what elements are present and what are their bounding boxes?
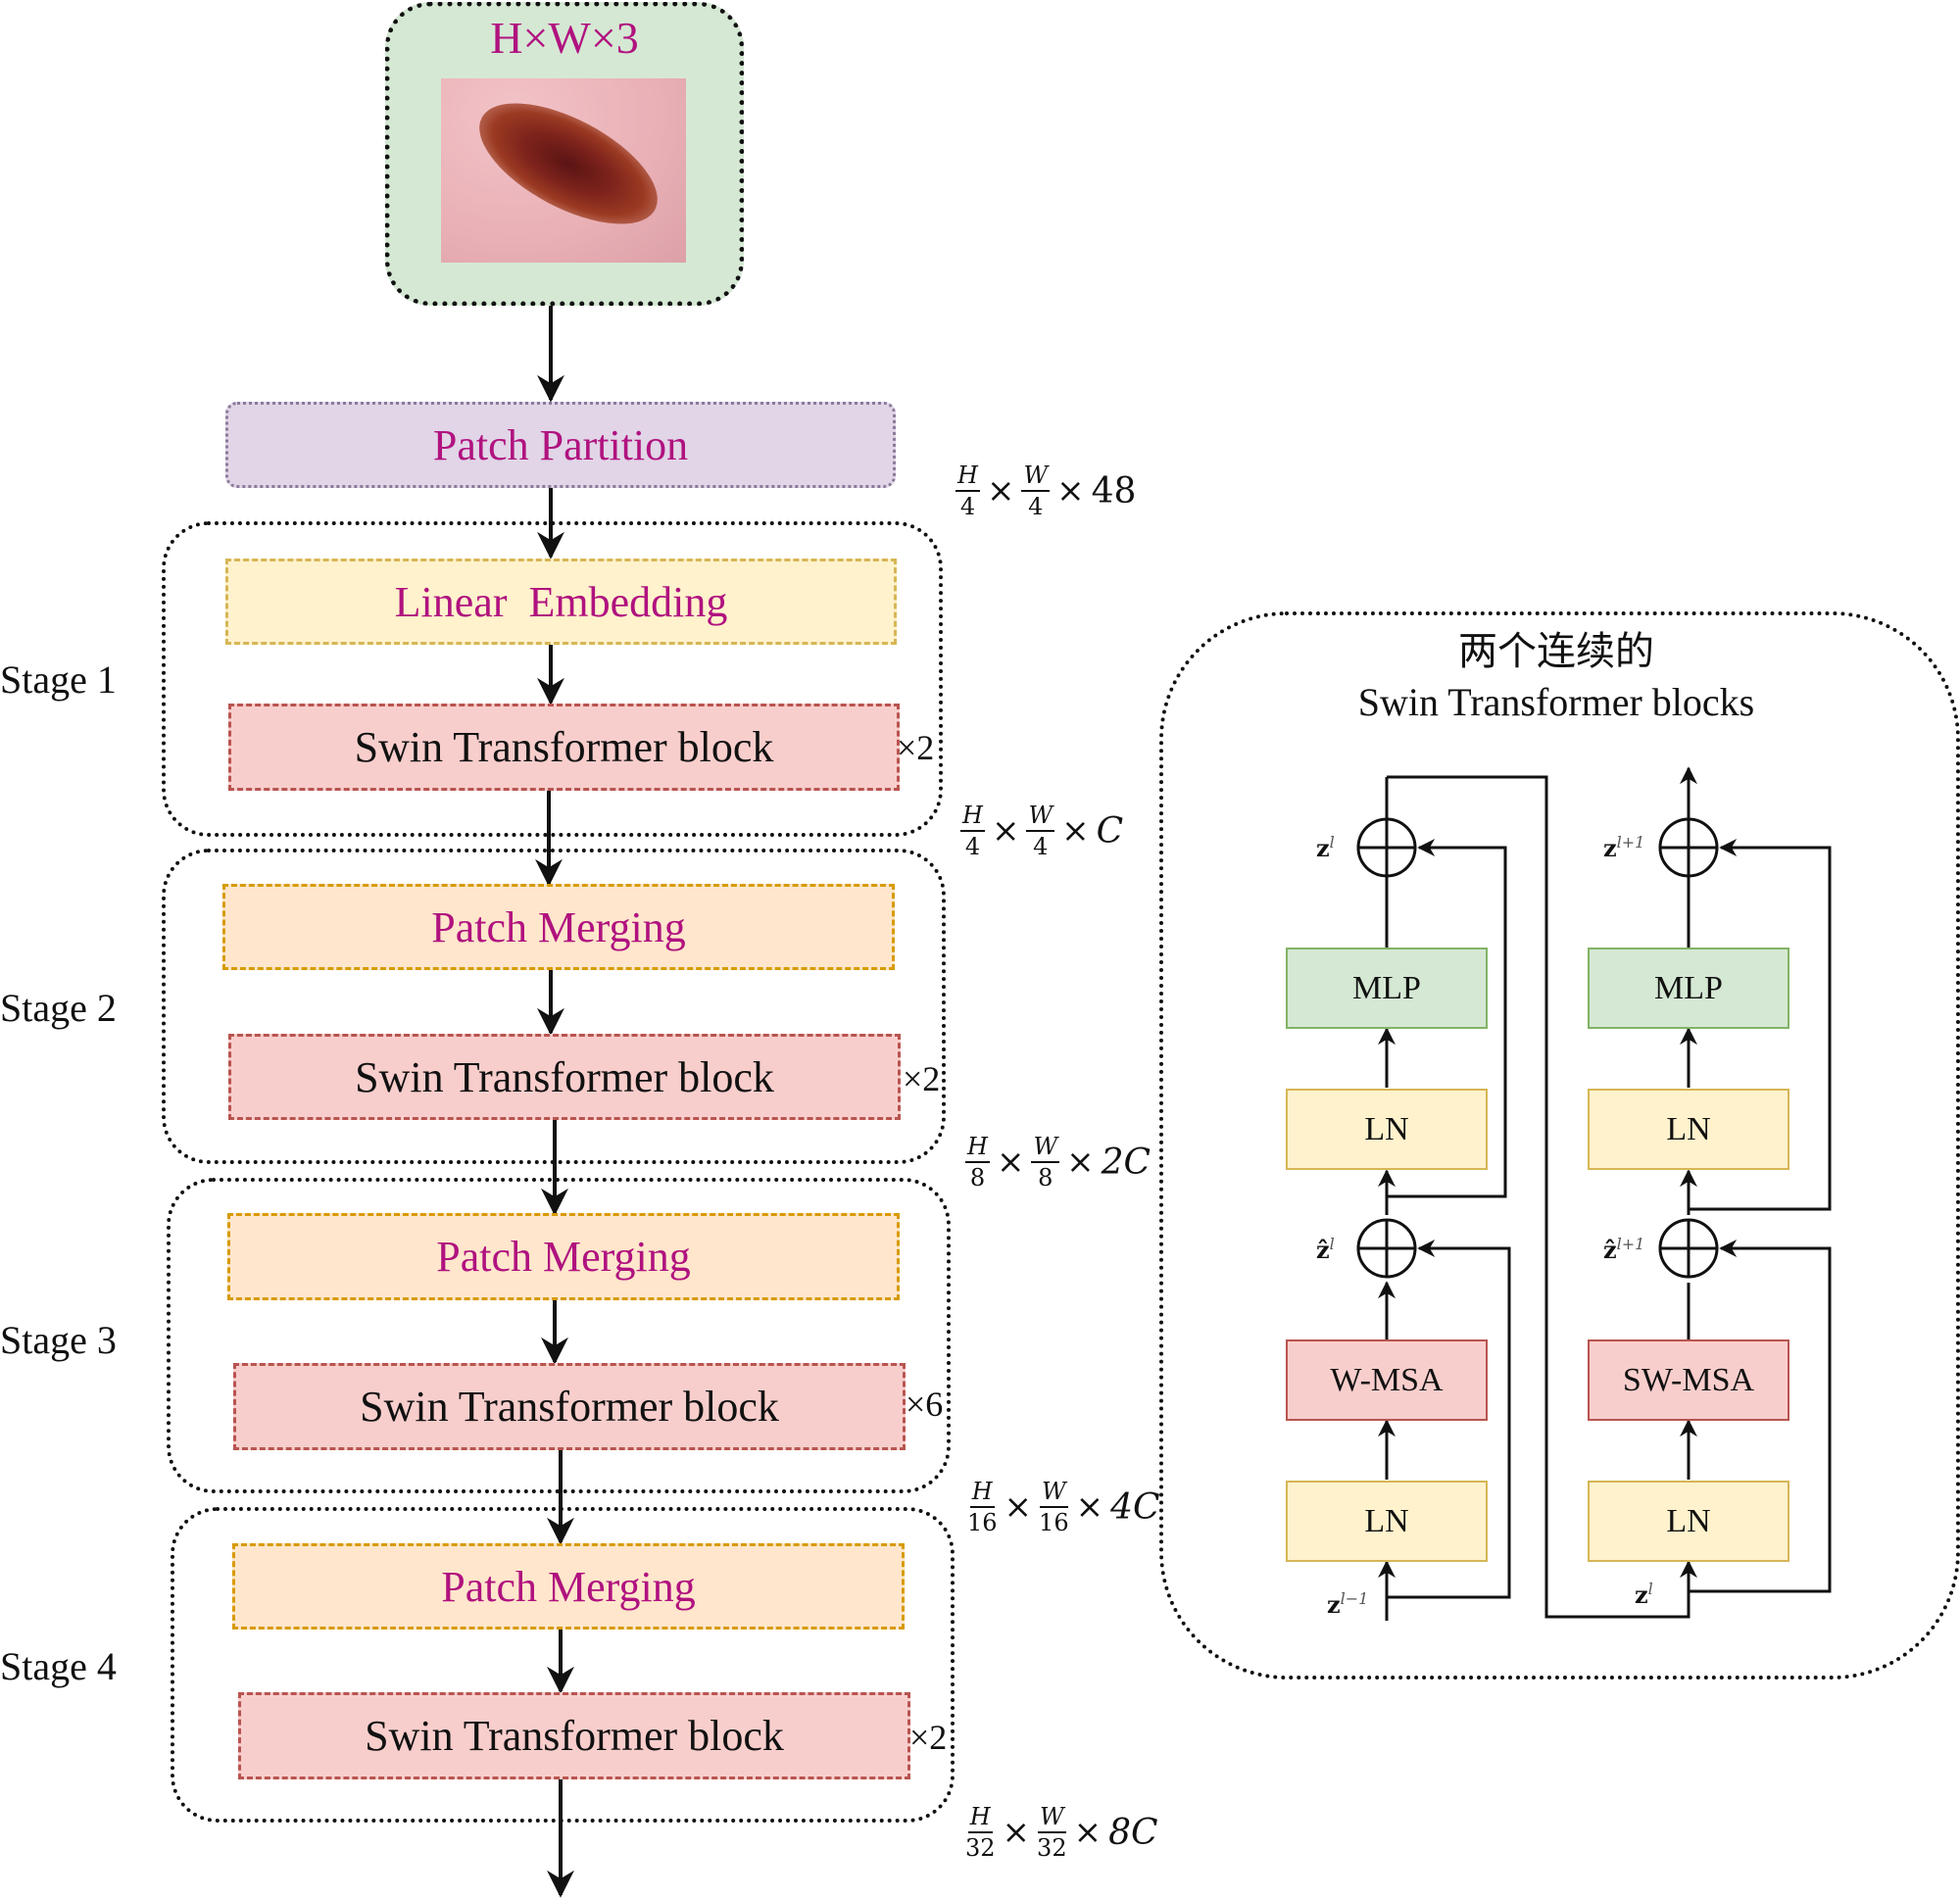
- swin-block-stage-2: Swin Transformer block: [228, 1034, 901, 1120]
- swin-block-stage-3: Swin Transformer block: [233, 1363, 906, 1450]
- stage-3-label: Stage 3: [0, 1318, 117, 1362]
- ln-box-left-bottom: LN: [1286, 1481, 1488, 1562]
- ln-label: LN: [1666, 1110, 1711, 1147]
- linear-embedding-label: Linear Embedding: [394, 577, 728, 626]
- w-msa-label: W-MSA: [1330, 1361, 1444, 1398]
- stage-1-frame: [162, 521, 943, 837]
- skin-lesion-image: [441, 78, 686, 263]
- patch-merging-box-stage-4: Patch Merging: [232, 1543, 905, 1630]
- patch-merging-box-stage-3: Patch Merging: [227, 1213, 900, 1300]
- stage-1-label: Stage 1: [0, 657, 117, 702]
- swin-block-label: Swin Transformer block: [365, 1712, 784, 1760]
- repeat-count-stage-2: ×2: [903, 1059, 941, 1098]
- mlp-box-left: MLP: [1286, 948, 1488, 1029]
- ln-box-right-bottom: LN: [1588, 1481, 1789, 1562]
- stage-3-frame: [167, 1178, 951, 1493]
- lesion-spot: [461, 78, 676, 249]
- stage-4-frame: [171, 1507, 955, 1823]
- z-l-minus-1-label: zl−1: [1327, 1589, 1369, 1619]
- swin-block-label: Swin Transformer block: [354, 723, 774, 771]
- swin-block-label: Swin Transformer block: [355, 1052, 774, 1101]
- mlp-label: MLP: [1654, 969, 1723, 1006]
- swin-block-label: Swin Transformer block: [360, 1383, 779, 1431]
- stage-4-label: Stage 4: [0, 1644, 117, 1688]
- repeat-count-stage-3: ×6: [906, 1385, 944, 1424]
- z-l-label: zl: [1316, 833, 1335, 862]
- mlp-label: MLP: [1352, 969, 1421, 1006]
- linear-embedding-box: Linear Embedding: [225, 559, 897, 645]
- swin-block-stage-1: Swin Transformer block: [228, 704, 900, 791]
- repeat-count-stage-1: ×2: [897, 728, 935, 767]
- ln-label: LN: [1666, 1502, 1711, 1539]
- z-hat-l-label: ẑl: [1316, 1235, 1335, 1264]
- stage-2-label: Stage 2: [0, 986, 117, 1030]
- repeat-count-stage-4: ×2: [909, 1718, 948, 1757]
- patch-partition-label: Patch Partition: [432, 420, 689, 469]
- stage-2-frame: [162, 849, 946, 1164]
- ln-label: LN: [1364, 1502, 1409, 1539]
- detail-panel-frame: [1159, 611, 1960, 1679]
- patch-merging-box-stage-2: Patch Merging: [222, 884, 895, 970]
- z-l-plus-1-label: zl+1: [1603, 833, 1645, 862]
- z-hat-l-plus-1-label: ẑl+1: [1603, 1235, 1645, 1264]
- ln-box-right-top: LN: [1588, 1089, 1789, 1170]
- z-l-label-right-in: zl: [1635, 1580, 1653, 1609]
- ln-box-left-top: LN: [1286, 1089, 1488, 1170]
- mlp-box-right: MLP: [1588, 948, 1789, 1029]
- sw-msa-label: SW-MSA: [1622, 1361, 1755, 1398]
- w-msa-box: W-MSA: [1286, 1339, 1488, 1421]
- detail-panel-title-cn: 两个连续的: [1458, 629, 1654, 674]
- input-shape-label: H×W×3: [490, 13, 639, 63]
- sw-msa-box: SW-MSA: [1588, 1339, 1789, 1421]
- patch-partition-box: Patch Partition: [225, 402, 896, 488]
- ln-label: LN: [1364, 1110, 1409, 1147]
- patch-merging-label: Patch Merging: [441, 1562, 696, 1611]
- patch-merging-label: Patch Merging: [436, 1233, 691, 1281]
- detail-panel-title-en: Swin Transformer blocks: [1357, 680, 1755, 724]
- patch-merging-label: Patch Merging: [431, 902, 686, 951]
- swin-block-stage-4: Swin Transformer block: [238, 1692, 910, 1779]
